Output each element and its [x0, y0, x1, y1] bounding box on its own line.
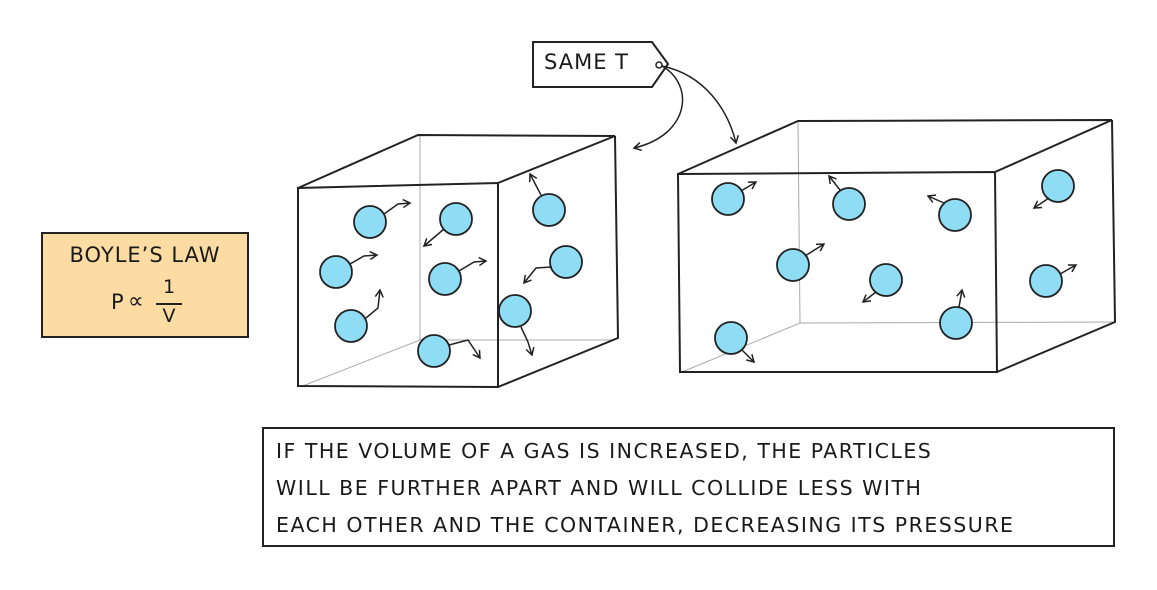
- particle: [832, 187, 866, 221]
- caption-line-2: WILL BE FURTHER APART AND WILL COLLIDE L…: [276, 476, 923, 500]
- particle: [532, 193, 566, 227]
- same-t-label: SAME T: [544, 50, 629, 74]
- particle: [776, 248, 810, 282]
- particle: [711, 182, 745, 216]
- particle: [939, 306, 973, 340]
- particles-large: [711, 169, 1075, 355]
- particle: [498, 294, 532, 328]
- particle: [428, 262, 462, 296]
- particle: [714, 321, 748, 355]
- particle: [439, 202, 473, 236]
- particle: [334, 309, 368, 343]
- particle: [869, 263, 903, 297]
- particle: [353, 205, 387, 239]
- motion-arrows-small: [349, 172, 553, 360]
- boyles-law-box: BOYLE’S LAW P ∝ 1 V: [41, 232, 249, 338]
- law-formula: P ∝ 1 V: [111, 276, 201, 330]
- arrow-to-small-box: [632, 65, 684, 152]
- formula-pressure: P: [111, 290, 124, 314]
- particle: [417, 334, 451, 368]
- arrow-to-large-box: [661, 65, 739, 145]
- particle: [938, 198, 972, 232]
- proportional-symbol: ∝: [128, 289, 144, 314]
- motion-arrows-large: [740, 174, 1078, 364]
- fraction-bar: [156, 303, 182, 305]
- particle: [1041, 169, 1075, 203]
- particle: [549, 245, 583, 279]
- caption-line-1: IF THE VOLUME OF A GAS IS INCREASED, THE…: [276, 439, 933, 463]
- caption-line-3: EACH OTHER AND THE CONTAINER, DECREASING…: [276, 513, 1015, 537]
- particle: [319, 255, 353, 289]
- small-container: [297, 133, 620, 389]
- formula-denominator: V: [162, 305, 176, 327]
- formula-numerator: 1: [162, 276, 176, 298]
- caption-box: IF THE VOLUME OF A GAS IS INCREASED, THE…: [262, 427, 1115, 547]
- particle: [1029, 264, 1063, 298]
- same-t-tag: [532, 41, 670, 88]
- particles-small: [319, 193, 583, 368]
- law-title: BOYLE’S LAW: [69, 243, 221, 267]
